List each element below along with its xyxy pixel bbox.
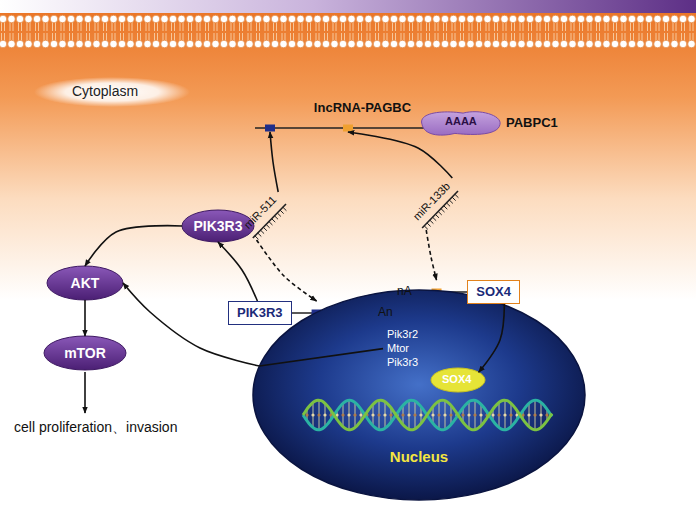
node-text: mTOR [64,345,106,362]
mrna-box: SOX4 [416,280,520,304]
protein-ellipse: mTOR [44,336,126,370]
inhibition-arrow [426,230,436,280]
pathway-arrow [218,242,257,301]
node-text: SOX4 [467,280,520,304]
node-text: AKT [71,275,100,292]
node-text: Pik3r2 Mtor Pik3r3 [387,328,418,369]
annotation-label: Cytoplasm [72,83,138,100]
node-text: PIK3R3 [228,301,292,325]
microrna-symbol: miR-133b [403,178,461,230]
pathway-arrow [85,226,182,266]
annotation-label: AAAA [445,115,477,128]
microrna-symbol: miR-511 [235,192,289,240]
pathway-arrow [270,132,278,192]
node-text: miR-133b [410,179,453,222]
node-text: PIK3R3 [193,218,242,235]
protein-ellipse: PIK3R3 [182,210,254,242]
pathway-arrow [348,132,452,178]
node-text: miR-511 [242,193,280,231]
node-text: lncRNA-PAGBC [314,100,411,116]
node-text: Nucleus [390,448,448,466]
inhibition-arrow [257,240,317,301]
annotation-label: nA [397,284,412,298]
mrna-box: PIK3R3 [228,301,375,325]
pathway-arrow [84,300,86,336]
nucleus-shape-outline [253,290,585,500]
nucleus-shape: Pik3r2 Mtor Pik3r3Nucleus SOX4 [253,290,585,500]
protein-ellipse: SOX4 [431,368,485,392]
annotation-label: An [378,305,393,319]
node-text: PABPC1 [506,115,558,131]
annotation-label: cell proliferation、invasion [14,419,177,436]
protein-ellipse: AKT [47,266,123,300]
node-text: SOX4 [442,373,471,387]
rna-strand: lncRNA-PAGBC [255,100,470,132]
